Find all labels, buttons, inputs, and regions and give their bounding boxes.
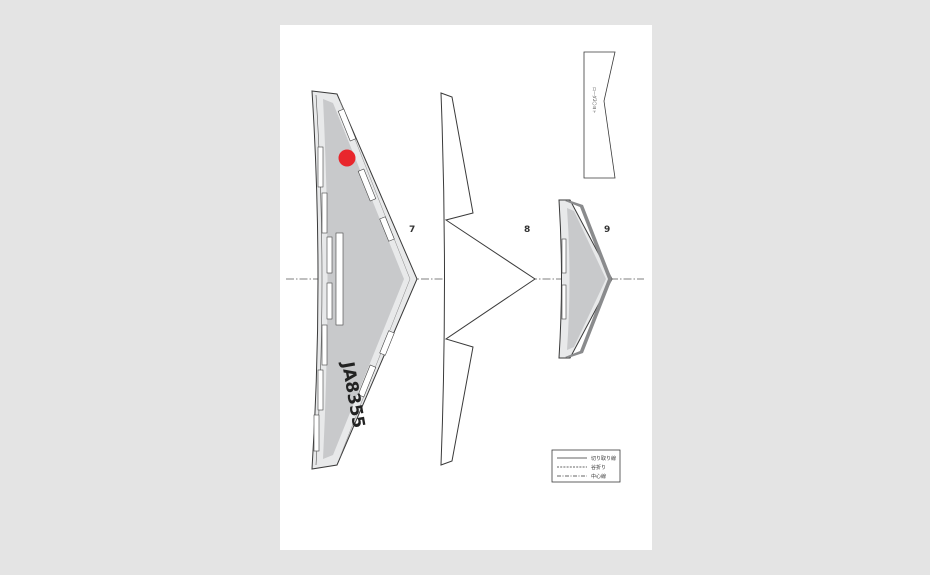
legend-frame [551,449,621,483]
wing-7-flaps [313,108,395,452]
tab-label: ロ—ダ2〇ヨト [592,87,598,114]
part-9-tail: 9 [558,199,613,359]
tail-9-flaps [561,238,567,320]
wing-7-edge-line-2 [339,100,411,458]
part-8-body: 8 [440,92,536,466]
legend-fold-line-label: 谷折り [591,464,606,471]
template-sheet: JA8355 7 8 9 ロ—ダ2〇ヨト 切り取り線 谷折り 中心線 [280,25,652,550]
part-7-number: 7 [409,225,415,235]
legend-box: 切り取り線 谷折り 中心線 [551,449,621,483]
part-9-number: 9 [604,225,610,235]
part-7-wing: JA8355 7 [311,90,418,470]
legend-center-line-label: 中心線 [591,473,606,480]
wing-7-panel [323,99,404,459]
tab-piece: ロ—ダ2〇ヨト [583,51,616,179]
hinomaru-red-dot [338,149,356,167]
paper-plane-template: JA8355 7 8 9 ロ—ダ2〇ヨト 切り取り線 谷折り 中心線 [286,51,644,483]
part-8-number: 8 [524,225,530,235]
tab-outline [583,51,616,179]
body-8-outline [440,92,536,466]
legend-cut-line-label: 切り取り線 [591,455,616,462]
tail-9-panel [567,208,606,350]
